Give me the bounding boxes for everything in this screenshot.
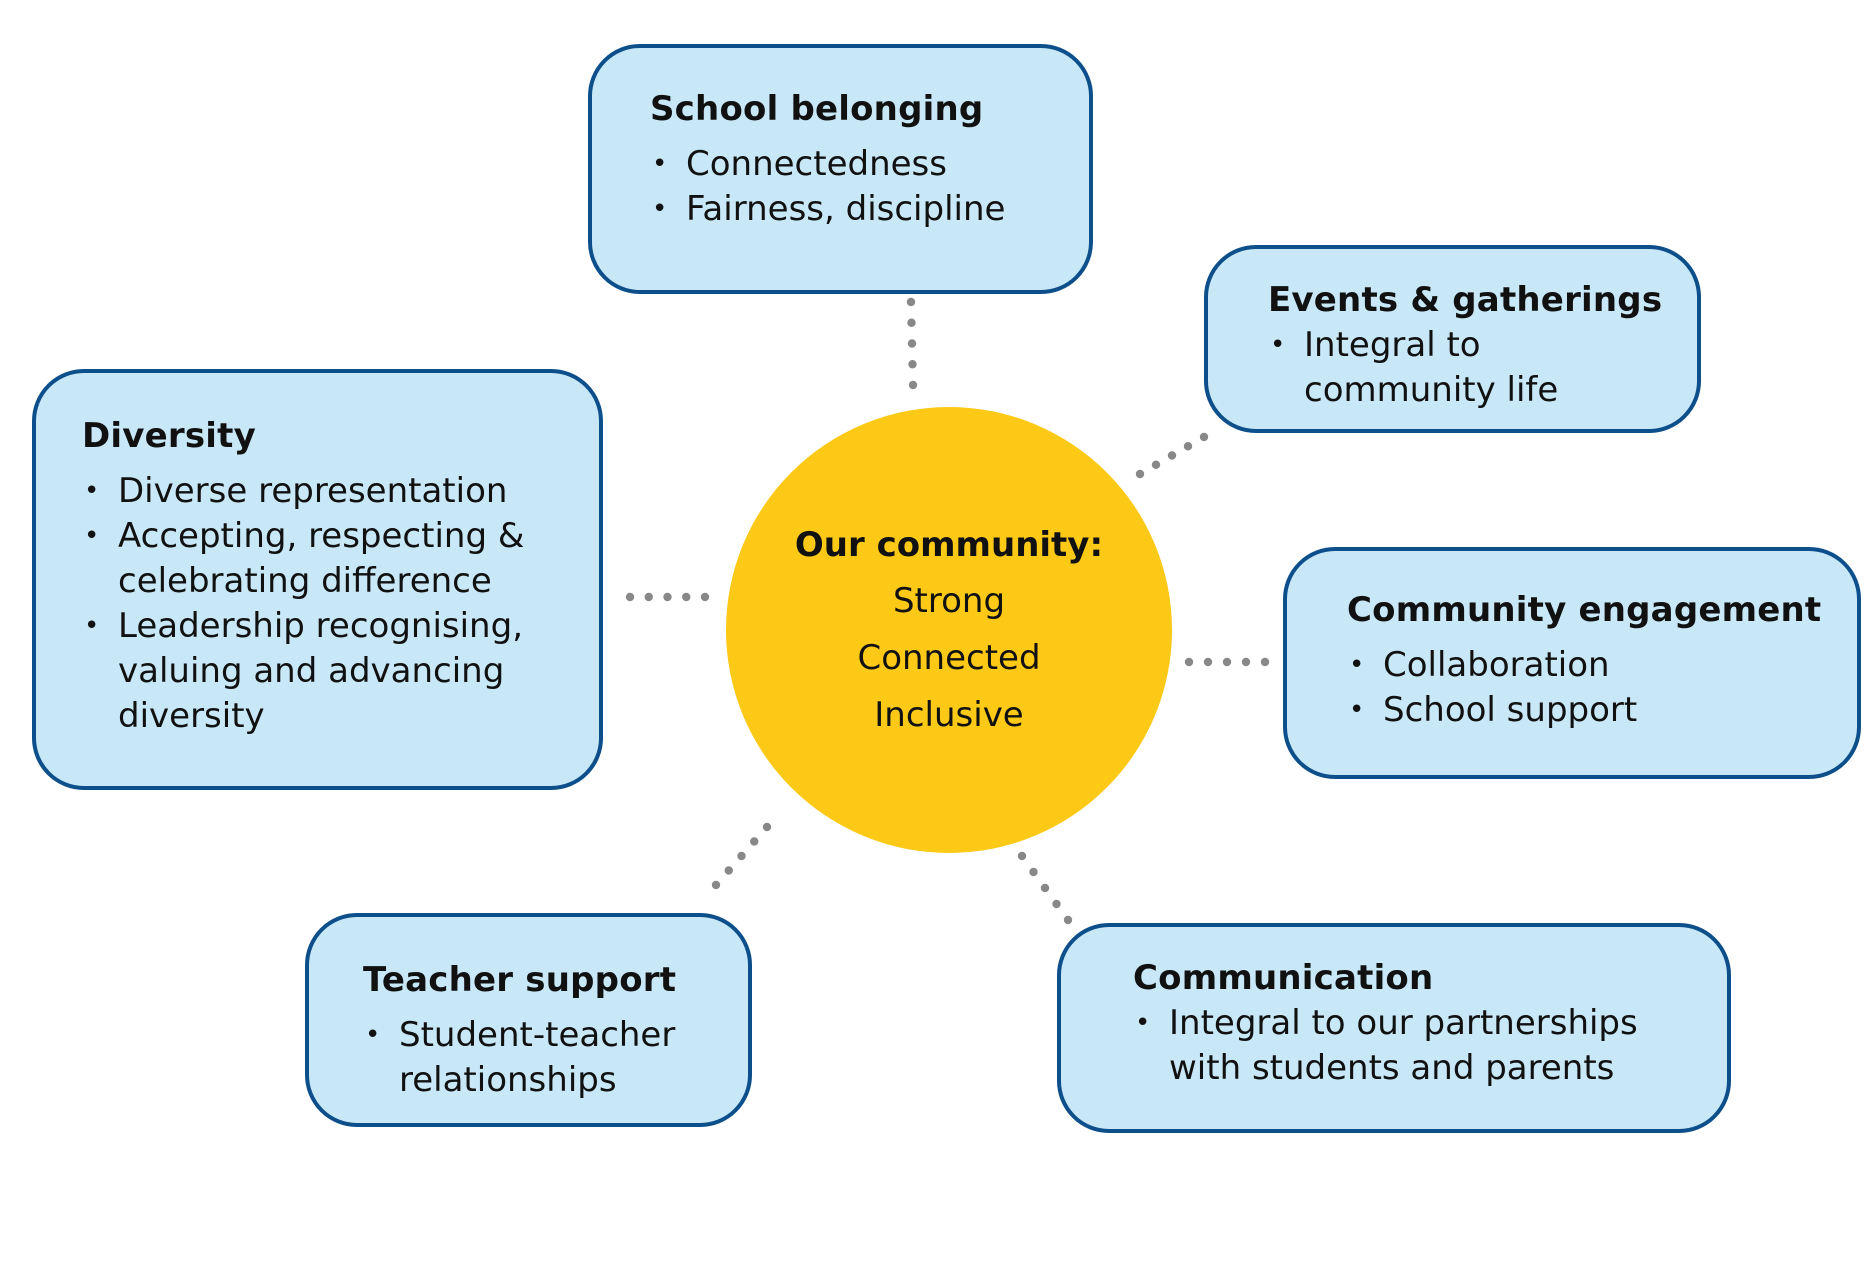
bullet-item: Connectedness (650, 142, 1069, 187)
connector-dot (682, 592, 691, 602)
node-school-belonging: School belonging Connectedness Fairness,… (588, 44, 1093, 294)
connector-dot (1052, 899, 1061, 909)
connector-dot (1241, 657, 1251, 667)
bullet-item: Accepting, respecting &celebrating diffe… (82, 514, 589, 604)
connector-dot (1063, 915, 1073, 925)
node-community-engagement: Community engagement Collaboration Schoo… (1283, 547, 1861, 779)
node-title: Communication (1133, 958, 1434, 998)
connector-dot (737, 851, 746, 861)
node-title: Community engagement (1347, 590, 1822, 630)
connector-dot (700, 592, 710, 602)
connector-dot (906, 297, 916, 307)
connector-dot (1184, 657, 1194, 667)
connector-dot (762, 822, 772, 832)
connector-dot (663, 592, 672, 602)
bullet-item: Diverse representation (82, 469, 589, 514)
connector-teacher-support (711, 822, 772, 890)
connector-dot (1203, 657, 1213, 667)
connector-dot (750, 837, 759, 846)
bullet-list: Diverse representation Accepting, respec… (82, 469, 589, 739)
connector-dot (1135, 469, 1145, 479)
connector-dot (1017, 851, 1027, 861)
connector-school-belonging (906, 297, 918, 390)
connector-dot (724, 866, 733, 875)
connector-dot (1199, 432, 1209, 442)
connector-dot (1260, 657, 1270, 667)
connector-dot (625, 592, 635, 602)
bullet-item: School support (1347, 688, 1847, 733)
connector-dot (1222, 657, 1232, 667)
node-diversity: Diversity Diverse representation Accepti… (32, 369, 603, 790)
connector-dot (1151, 460, 1161, 469)
connector-dot (907, 339, 917, 348)
connector-diversity (625, 592, 710, 602)
connector-dot (644, 592, 653, 602)
hub-line-connected: Connected (857, 637, 1041, 678)
connector-dot (711, 880, 721, 890)
node-title: Teacher support (363, 960, 677, 1000)
node-title: School belonging (650, 89, 984, 129)
hub-line-inclusive: Inclusive (874, 694, 1024, 735)
bullet-item: Leadership recognising,valuing and advan… (82, 604, 589, 739)
node-events-gatherings: Events & gatherings Integral tocommunity… (1204, 245, 1701, 433)
connector-dot (1183, 442, 1193, 451)
connector-dot (908, 360, 917, 369)
node-teacher-support: Teacher support Student-teacherrelations… (305, 913, 752, 1127)
connector-dot (1029, 867, 1038, 877)
bullet-item: Fairness, discipline (650, 187, 1069, 232)
node-title: Events & gatherings (1268, 280, 1663, 320)
connector-dot (907, 318, 916, 327)
connector-events-gatherings (1135, 432, 1209, 479)
bullet-list: Connectedness Fairness, discipline (650, 142, 1069, 232)
central-hub-circle: Our community: Strong Connected Inclusiv… (726, 407, 1172, 853)
connector-dot (908, 380, 918, 390)
hub-line-strong: Strong (892, 580, 1006, 621)
connector-dot (1167, 451, 1177, 460)
hub-title: Our community: (794, 524, 1104, 565)
connector-communication (1017, 851, 1073, 925)
node-communication: Communication Integral to our partnershi… (1057, 923, 1731, 1133)
connector-community-engagement (1184, 657, 1270, 667)
bullet-item: Collaboration (1347, 643, 1847, 688)
connector-dot (1040, 883, 1050, 893)
bullet-list: Collaboration School support (1347, 643, 1847, 733)
node-title: Diversity (82, 416, 256, 456)
